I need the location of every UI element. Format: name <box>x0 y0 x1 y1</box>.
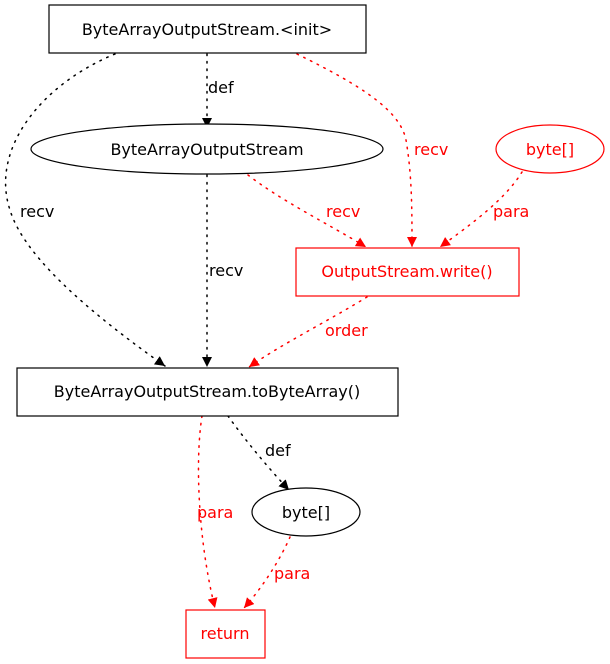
edge-label-baos-tobytearray: recv <box>209 261 243 280</box>
node-label: ByteArrayOutputStream <box>110 140 303 159</box>
node-byte-array-output[interactable]: byte[] <box>251 487 361 537</box>
node-label: return <box>201 624 250 643</box>
edge-label-init-write: recv <box>414 140 448 159</box>
edge-write-to-tobytearray <box>248 296 368 368</box>
edge-bytearr-to-write <box>439 171 523 248</box>
edge-label-tobytearray-bytearr: def <box>265 441 291 460</box>
node-tobytearray[interactable]: ByteArrayOutputStream.toByteArray() <box>16 367 399 417</box>
node-outputstream-write[interactable]: OutputStream.write() <box>295 247 520 297</box>
edge-tobytearray-to-bytearr <box>227 415 290 491</box>
nodes: ByteArrayOutputStream.<init> ByteArrayOu… <box>16 4 605 659</box>
node-label: OutputStream.write() <box>321 262 492 281</box>
edges: def recv recv recv recv para order def p… <box>4 53 529 609</box>
edge-init-to-write <box>296 53 417 248</box>
node-label: ByteArrayOutputStream.toByteArray() <box>54 382 360 401</box>
edge-label-tobytearray-return: para <box>197 503 233 522</box>
edge-bytearr-to-return <box>243 536 291 609</box>
edge-baos-to-write <box>247 174 367 248</box>
node-bytearrayoutputstream[interactable]: ByteArrayOutputStream <box>30 123 384 175</box>
edge-label-write-tobytearray: order <box>325 321 368 340</box>
node-label: ByteArrayOutputStream.<init> <box>82 20 332 39</box>
node-byte-array-input[interactable]: byte[] <box>495 124 605 174</box>
edge-label-init-tobytearray: recv <box>20 202 54 221</box>
node-label: byte[] <box>526 140 574 159</box>
edge-label-init-baos: def <box>208 78 234 97</box>
node-label: byte[] <box>282 503 330 522</box>
node-bytearrayoutputstream-init[interactable]: ByteArrayOutputStream.<init> <box>48 4 367 54</box>
edge-label-bytearr-return: para <box>274 564 310 583</box>
edge-label-baos-write: recv <box>326 202 360 221</box>
edge-init-to-tobytearray <box>4 53 166 367</box>
edge-label-bytearr-write: para <box>493 202 529 221</box>
node-return[interactable]: return <box>185 609 266 659</box>
